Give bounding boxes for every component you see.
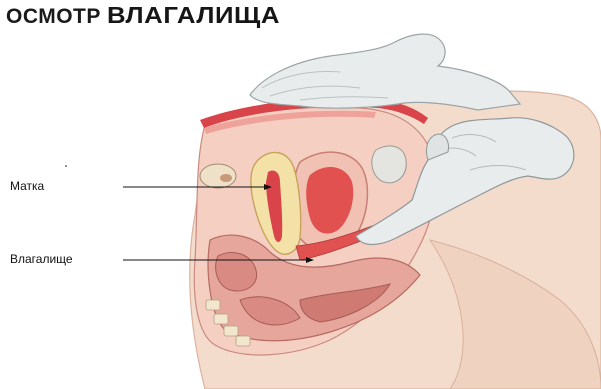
pubic-bone bbox=[372, 146, 406, 183]
ovary-detail bbox=[220, 174, 232, 182]
marker-dot bbox=[65, 165, 67, 167]
upper-glove bbox=[250, 34, 520, 110]
vagina-label: Влагалище bbox=[10, 252, 73, 266]
uterus-label: Матка bbox=[10, 179, 44, 193]
